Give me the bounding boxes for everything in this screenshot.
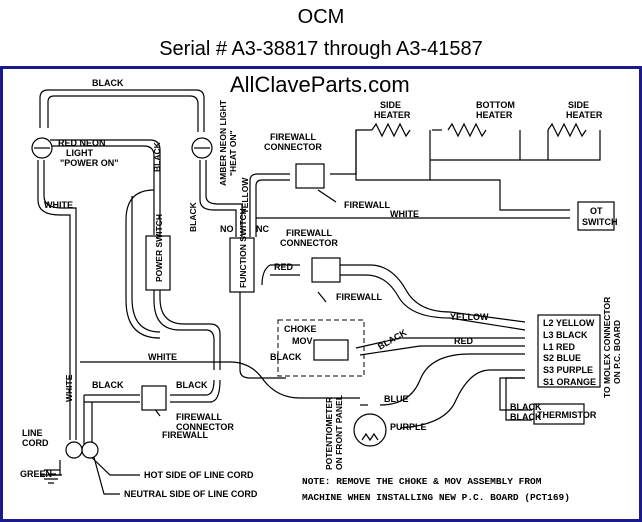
label-black-v1: BLACK <box>152 141 162 172</box>
diagram-title: OCM <box>297 6 345 28</box>
label-white-long: WHITE <box>148 352 177 362</box>
label-yellow-v: YELLOW <box>240 177 250 214</box>
side-heater-right <box>547 122 587 138</box>
function-switch <box>229 237 255 293</box>
label-red-small: RED <box>274 262 294 272</box>
label-side-heater-l2: HEATER <box>374 110 411 120</box>
label-firewall-3: FIREWALL <box>162 430 208 440</box>
diagram-frame <box>0 66 642 522</box>
label-bottom-heater-1: BOTTOM <box>476 100 515 110</box>
pin-s3-purple: S3 PURPLE <box>543 365 593 375</box>
label-thermistor: THERMISTOR <box>537 410 597 420</box>
label-choke: CHOKE <box>284 324 317 334</box>
label-side-heater-r2: HEATER <box>566 110 603 120</box>
molex-connector <box>537 314 601 388</box>
firewall-connector-2 <box>311 257 341 283</box>
label-fw-conn-3b: CONNECTOR <box>176 422 234 432</box>
label-nc: NC <box>256 224 269 234</box>
label-white-left: WHITE <box>44 200 73 210</box>
label-purple: PURPLE <box>390 422 427 432</box>
label-firewall-1: FIREWALL <box>344 200 390 210</box>
label-molex-2: ON P.C. BOARD <box>612 320 622 384</box>
label-yellow-long: YELLOW <box>450 312 489 322</box>
bottom-heater <box>447 122 487 138</box>
label-side-heater-l1: SIDE <box>380 100 401 110</box>
pin-s1-orange: S1 ORANGE <box>543 377 596 387</box>
label-amber-neon-2: "HEAT ON" <box>228 130 238 176</box>
note-line-1: NOTE: REMOVE THE CHOKE & MOV ASSEMBLY FR… <box>302 476 542 487</box>
label-line-cord-1: LINE <box>22 428 43 438</box>
power-switch <box>145 235 171 291</box>
label-hot-side: HOT SIDE OF LINE CORD <box>144 470 254 480</box>
label-red-neon-1: RED NEON <box>58 138 106 148</box>
label-fw-conn-3a: FIREWALL <box>176 412 222 422</box>
label-power-switch: POWER SWITCH <box>154 214 164 282</box>
label-black-low1: BLACK <box>92 380 124 390</box>
label-white-vert: WHITE <box>64 374 74 402</box>
choke-mov-assembly <box>277 319 365 377</box>
label-fw-conn-1b: CONNECTOR <box>264 142 322 152</box>
potentiometer <box>353 413 387 447</box>
label-blue: BLUE <box>384 394 409 404</box>
label-pot-1: POTENTIOMETER <box>324 397 334 470</box>
label-firewall-2: FIREWALL <box>336 292 382 302</box>
line-cord-plug <box>65 441 99 459</box>
ot-switch <box>577 201 615 231</box>
label-white-mid: WHITE <box>390 209 419 219</box>
label-neutral-side: NEUTRAL SIDE OF LINE CORD <box>124 489 258 499</box>
label-fw-conn-2a: FIREWALL <box>286 228 332 238</box>
label-red-neon-2: LIGHT <box>66 148 93 158</box>
thermistor <box>533 403 585 425</box>
label-line-cord-2: CORD <box>22 438 49 448</box>
label-molex-1: TO MOLEX CONNECTOR <box>602 297 612 398</box>
wires <box>37 89 601 495</box>
label-black-v2: BLACK <box>188 201 198 232</box>
label-black-top: BLACK <box>92 78 124 88</box>
label-ot-2: SWITCH <box>582 217 618 227</box>
label-mov: MOV <box>292 336 313 346</box>
label-side-heater-r1: SIDE <box>568 100 589 110</box>
pin-l2-yellow: L2 YELLOW <box>543 318 595 328</box>
label-fw-conn-1a: FIREWALL <box>270 132 316 142</box>
label-black-th2: BLACK <box>510 412 542 422</box>
pin-s2-blue: S2 BLUE <box>543 353 581 363</box>
note-line-2: MACHINE WHEN INSTALLING NEW P.C. BOARD (… <box>302 492 570 503</box>
label-amber-neon-1: AMBER NEON LIGHT <box>218 99 228 186</box>
label-no: NO <box>220 224 234 234</box>
label-red-neon-3: "POWER ON" <box>60 158 119 168</box>
serial-range: Serial # A3-38817 through A3-41587 <box>159 38 483 60</box>
label-bottom-heater-2: HEATER <box>476 110 513 120</box>
label-red-long: RED <box>454 336 474 346</box>
label-black-low2: BLACK <box>176 380 208 390</box>
firewall-connector-1 <box>295 163 325 189</box>
red-neon-light <box>31 137 53 159</box>
firewall-connector-3 <box>141 385 167 411</box>
label-ot-1: OT <box>590 206 603 216</box>
label-green: GREEN <box>20 469 52 479</box>
side-heater-left <box>371 122 411 138</box>
label-pot-2: ON FRONT PANEL <box>334 395 344 470</box>
pin-l3-black: L3 BLACK <box>543 330 588 340</box>
label-function-switch: FUNCTION SWITCH <box>238 208 248 288</box>
label-black-th1: BLACK <box>510 402 542 412</box>
amber-neon-light <box>191 137 213 159</box>
pin-l1-red: L1 RED <box>543 342 576 352</box>
ground-symbol <box>40 474 62 484</box>
choke-block <box>313 339 349 361</box>
watermark: AllClaveParts.com <box>230 72 410 97</box>
label-fw-conn-2b: CONNECTOR <box>280 238 338 248</box>
label-black-choke: BLACK <box>270 352 302 362</box>
